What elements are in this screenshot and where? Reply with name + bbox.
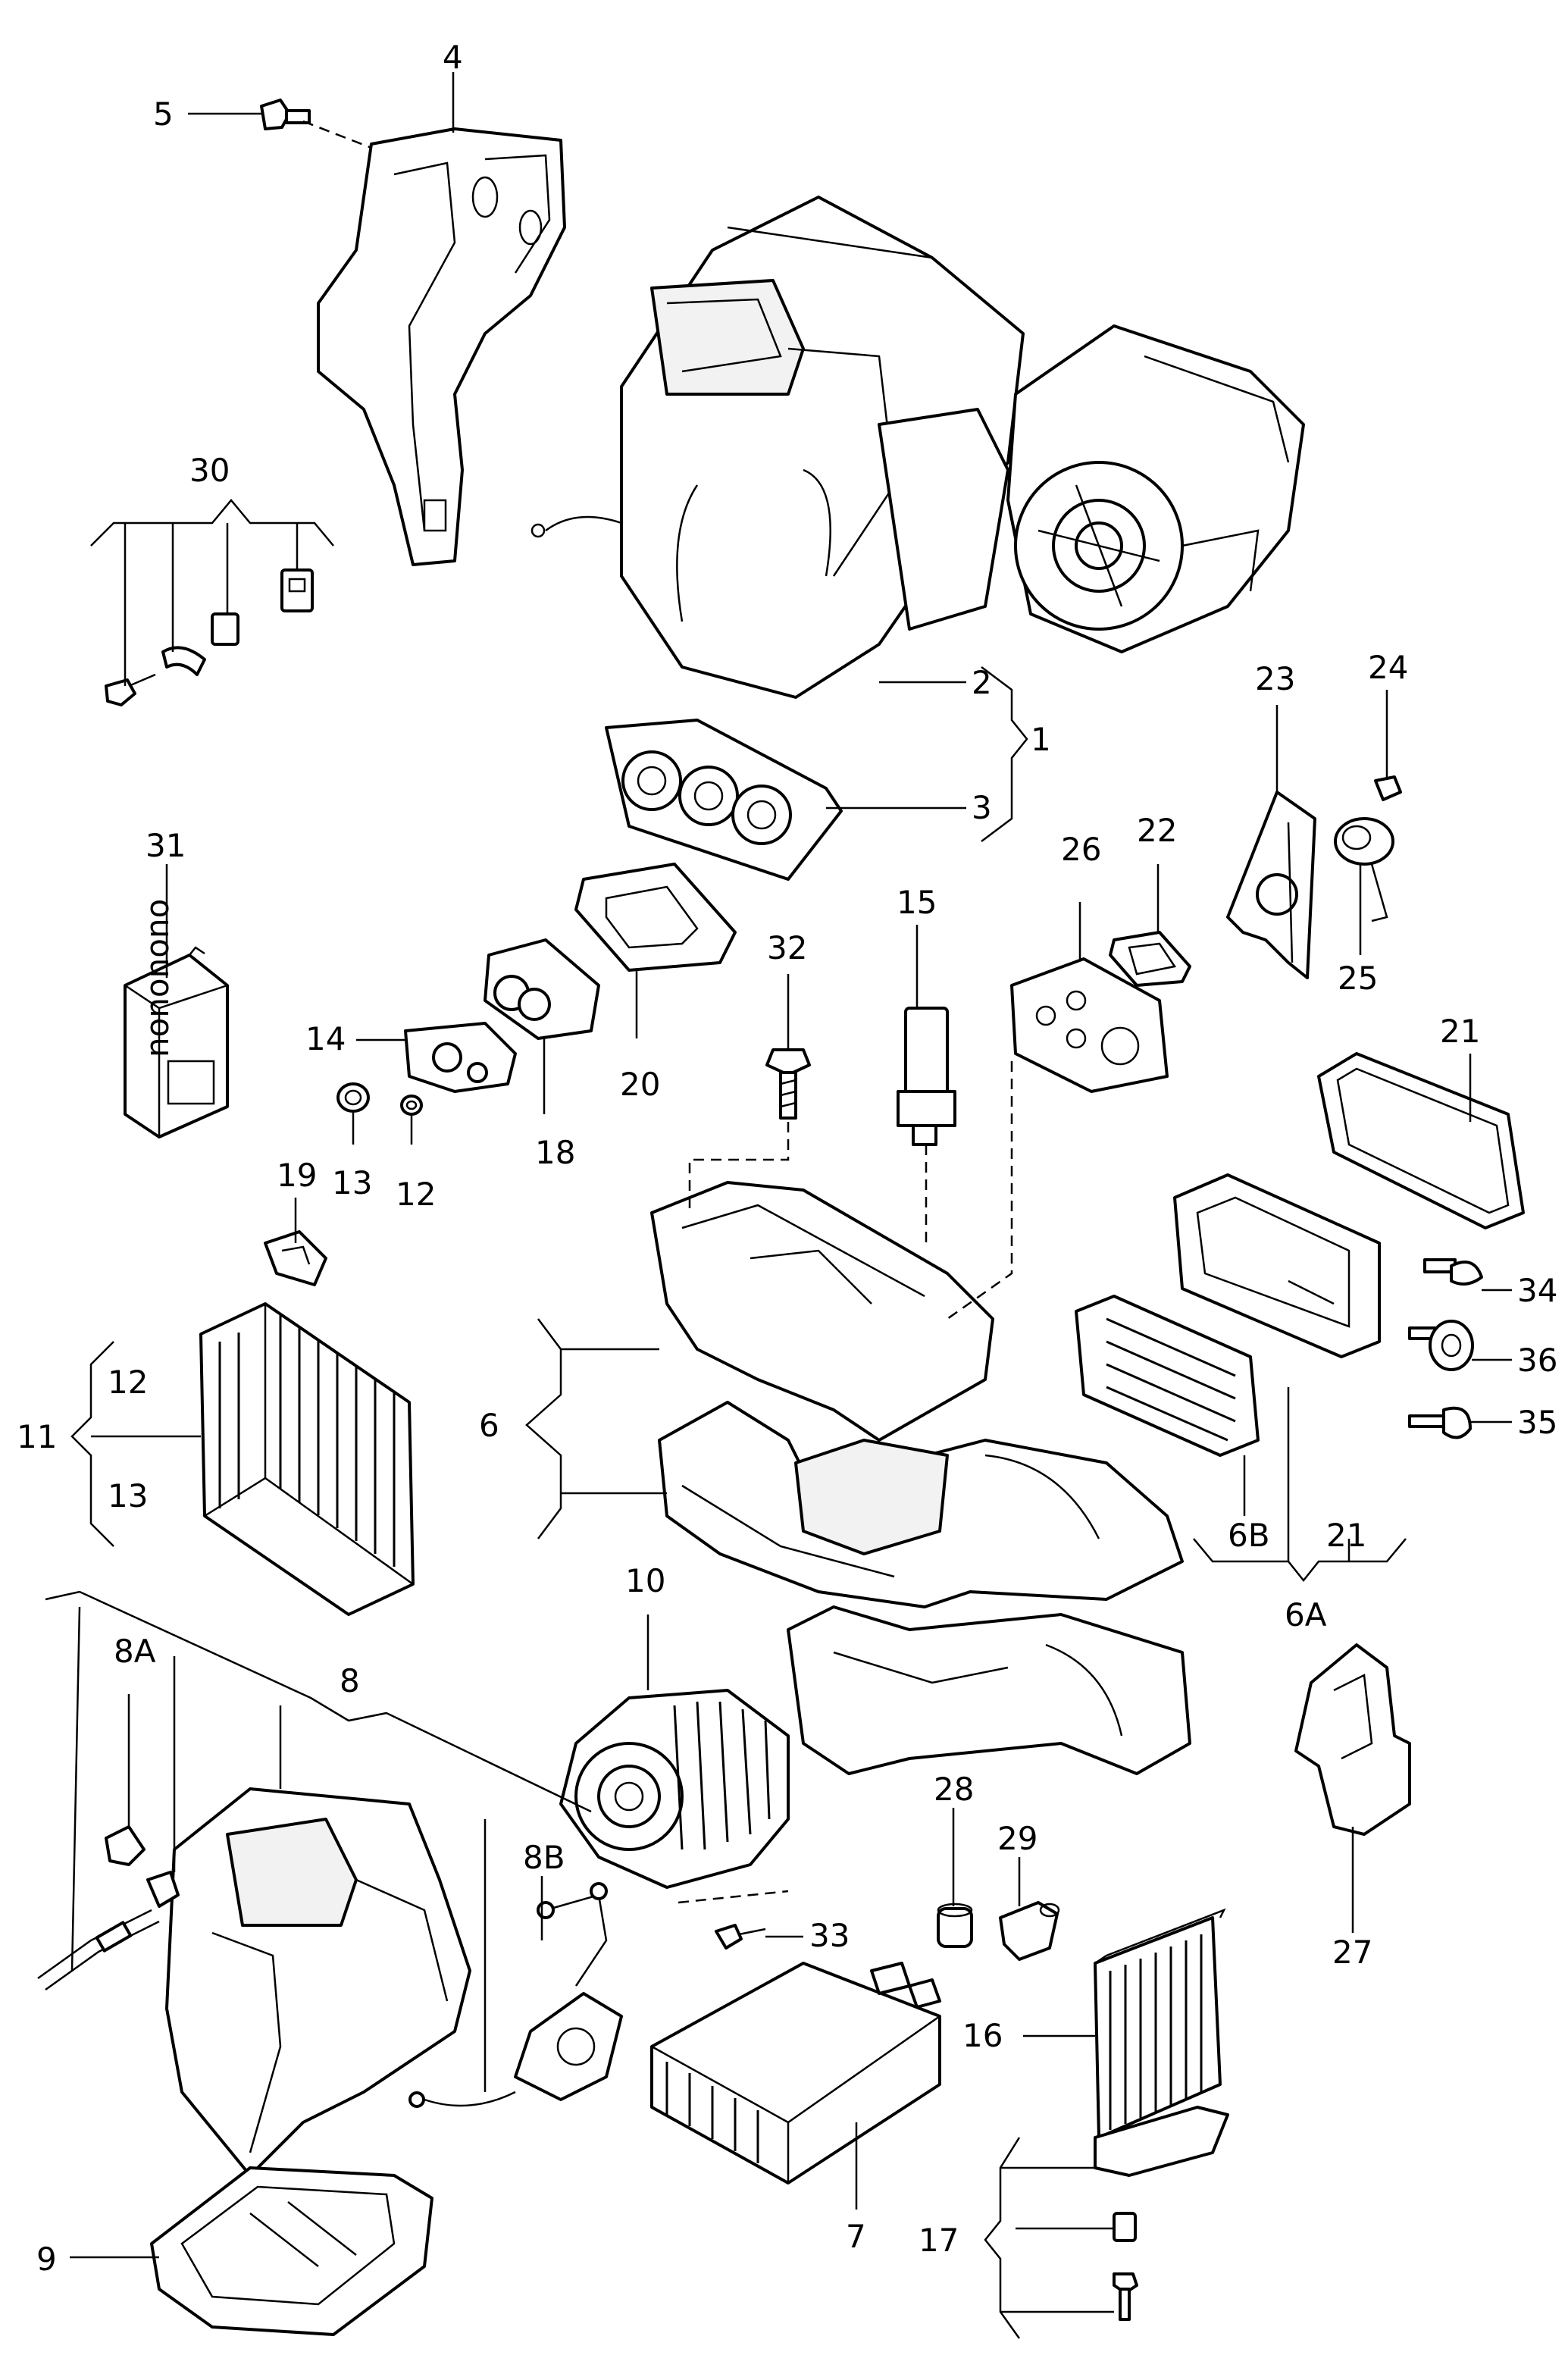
part-7-heater-core [650, 1962, 941, 2185]
callout-32: 32 [767, 929, 807, 966]
callout-29: 29 [997, 1820, 1038, 1857]
part-18-connector-block [484, 938, 600, 1040]
part-6-housing-lower-half [658, 1401, 1184, 1608]
callout-17: 17 [919, 2222, 959, 2259]
callout-11: 11 [17, 1418, 57, 1455]
part-30-screw-and-clip-set [105, 568, 314, 706]
callout-18: 18 [535, 1134, 575, 1171]
callout-35: 35 [1517, 1404, 1557, 1441]
part-6-housing-base [787, 1605, 1191, 1775]
part-6A-air-inlet-housing [1173, 1173, 1381, 1358]
part-11-evaporator-core [199, 1302, 415, 1616]
callout-27: 27 [1332, 1934, 1372, 1971]
part-6B-flap-grid [1075, 1295, 1260, 1457]
callout-21-top: 21 [1440, 1013, 1480, 1050]
callout-6: 6 [479, 1407, 499, 1444]
part-21-filter-frame [1317, 1052, 1525, 1229]
package-print-text: nononono [139, 899, 176, 1057]
part-1-blower-module [1006, 324, 1305, 653]
callout-13-lower: 13 [332, 1164, 372, 1201]
part-9-tray [150, 2166, 433, 2336]
leader-lines [45, 72, 1512, 2339]
part-4-mounting-bracket [317, 127, 566, 566]
part-27-duct [1294, 1643, 1411, 1836]
part-13-o-ring [336, 1082, 370, 1113]
callout-31: 31 [146, 827, 186, 864]
part-8-housing-section [165, 1787, 471, 2177]
callout-3: 3 [972, 789, 992, 826]
part-17-cover-nut-screw [1094, 2106, 1229, 2321]
callout-12-upper: 12 [108, 1364, 148, 1401]
callout-8B: 8B [523, 1839, 565, 1876]
part-16-cabin-filter [1094, 1908, 1226, 2139]
part-24-plug [1374, 775, 1402, 801]
part-26-gasket-plate [1010, 957, 1169, 1093]
part-34-clip [1423, 1258, 1483, 1286]
part-15-sensor [897, 1007, 956, 1146]
part-28-sleeve [937, 1903, 973, 1948]
part-10-blower-motor [559, 1689, 790, 1889]
callout-19: 19 [277, 1157, 317, 1194]
part-19-clip [264, 1230, 327, 1286]
callout-6A: 6A [1285, 1596, 1327, 1633]
part-12-o-ring [400, 1095, 423, 1116]
callout-5: 5 [153, 96, 174, 133]
part-32-bolt [765, 1048, 811, 1120]
part-6-housing-upper-half [650, 1181, 994, 1442]
callout-15: 15 [897, 884, 937, 921]
part-14-expansion-valve [404, 1022, 517, 1093]
callout-12-lower: 12 [396, 1176, 436, 1213]
callout-24: 24 [1368, 649, 1408, 686]
callout-1: 1 [1031, 721, 1051, 758]
callout-21-bottom: 21 [1326, 1517, 1366, 1554]
part-29-elbow [999, 1901, 1060, 1961]
callout-30: 30 [189, 452, 230, 489]
part-22-seal [1109, 931, 1191, 987]
callout-22: 22 [1137, 812, 1177, 849]
callout-6B: 6B [1228, 1517, 1270, 1554]
part-35-clip [1408, 1406, 1472, 1439]
part-31-package: nononono [124, 899, 229, 1138]
callout-16: 16 [962, 2017, 1003, 2054]
callout-36: 36 [1517, 1342, 1557, 1379]
part-2-hvac-housing-assembly [530, 196, 1025, 699]
callout-25: 25 [1338, 960, 1378, 997]
part-25-grommet [1334, 817, 1394, 922]
callout-8: 8 [340, 1662, 360, 1699]
callout-34: 34 [1517, 1272, 1557, 1309]
part-5-bolt [260, 99, 311, 130]
callout-13-upper: 13 [108, 1477, 148, 1514]
callout-7: 7 [846, 2218, 866, 2255]
part-33-screw [715, 1924, 766, 1950]
part-8A-sensor [105, 1825, 180, 1908]
callout-labels: 1 2 3 4 5 6 6A 6B 7 8 8A 8B 9 10 11 12 1… [17, 39, 1557, 2278]
part-3-control-panel [605, 719, 843, 881]
callout-4: 4 [443, 39, 463, 76]
callout-26: 26 [1061, 831, 1101, 868]
callout-2: 2 [972, 664, 992, 701]
callout-20: 20 [620, 1066, 660, 1103]
callout-9: 9 [36, 2241, 57, 2278]
callout-33: 33 [809, 1917, 850, 1954]
callout-14: 14 [305, 1020, 346, 1057]
part-36-clip [1408, 1320, 1474, 1371]
callout-10: 10 [625, 1562, 665, 1599]
part-23-cover-plate [1226, 791, 1316, 979]
part-8B-actuator-linkage [408, 1882, 623, 2108]
part-20-seal-ring [574, 863, 737, 972]
part-8-probe-cable [37, 1909, 160, 1991]
callout-8A: 8A [114, 1633, 156, 1670]
callout-28: 28 [934, 1771, 974, 1808]
callout-23: 23 [1255, 660, 1295, 697]
